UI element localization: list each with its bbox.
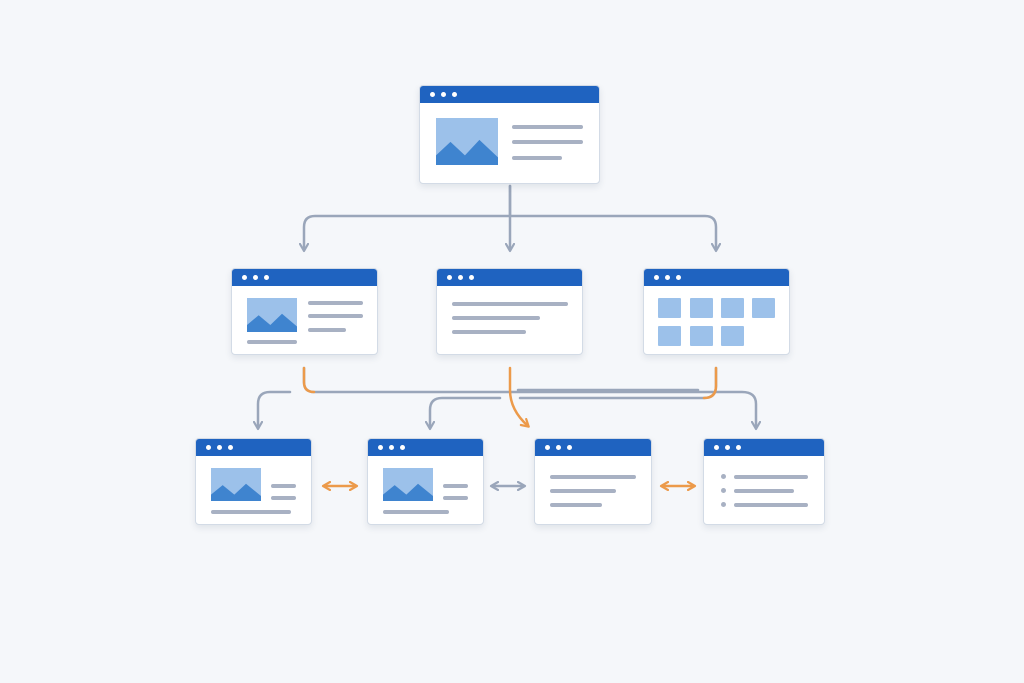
text-line	[443, 484, 468, 488]
text-line	[512, 156, 562, 160]
text-line	[271, 496, 296, 500]
text-line	[211, 510, 291, 514]
window-titlebar	[232, 269, 377, 286]
image-placeholder-icon	[436, 118, 498, 165]
text-line	[271, 484, 296, 488]
screen-detail-page-d	[703, 438, 825, 525]
window-dot	[447, 275, 452, 280]
window-dot	[400, 445, 405, 450]
connector-article-to-detail-b	[430, 396, 502, 428]
screen-detail-page-a	[195, 438, 312, 525]
bullet-point	[721, 474, 726, 479]
text-line	[550, 503, 602, 507]
window-dot	[714, 445, 719, 450]
text-line	[308, 314, 363, 318]
screen-gallery-page	[231, 268, 378, 355]
window-dot	[458, 275, 463, 280]
window-dot	[264, 275, 269, 280]
image-placeholder-icon	[211, 468, 261, 501]
grid-tile	[658, 326, 681, 346]
screen-article-page	[436, 268, 583, 355]
window-dot	[242, 275, 247, 280]
grid-tile	[721, 298, 744, 318]
grid-tile	[658, 298, 681, 318]
window-titlebar	[704, 439, 824, 456]
text-line	[452, 330, 526, 334]
bullet-point	[721, 502, 726, 507]
text-line	[247, 340, 297, 344]
window-dot	[676, 275, 681, 280]
window-titlebar	[535, 439, 651, 456]
window-dot	[430, 92, 435, 97]
grid-tile	[690, 326, 713, 346]
text-line	[734, 489, 794, 493]
window-dot	[725, 445, 730, 450]
window-titlebar	[437, 269, 582, 286]
window-titlebar	[420, 86, 599, 103]
text-line	[512, 125, 583, 129]
connector-gallery-orange-stub	[302, 366, 316, 394]
grid-tile	[752, 298, 775, 318]
grid-tile	[690, 298, 713, 318]
window-dot	[206, 445, 211, 450]
window-dot	[378, 445, 383, 450]
window-dot	[469, 275, 474, 280]
window-titlebar	[196, 439, 311, 456]
text-line	[550, 489, 616, 493]
screen-detail-page-c	[534, 438, 652, 525]
text-line	[383, 510, 449, 514]
screen-home	[419, 85, 600, 184]
window-dot	[452, 92, 457, 97]
screen-detail-page-b	[367, 438, 484, 525]
window-dot	[389, 445, 394, 450]
screen-grid-page	[643, 268, 790, 355]
text-line	[512, 140, 583, 144]
window-dot	[736, 445, 741, 450]
connector-home-to-gallery	[304, 184, 512, 250]
connector-grid-orange-stub	[702, 366, 718, 400]
connector-home-to-grid	[508, 214, 716, 250]
window-dot	[441, 92, 446, 97]
window-dot	[545, 445, 550, 450]
window-dot	[556, 445, 561, 450]
text-line	[308, 301, 363, 305]
connector-article-to-detail-c	[508, 366, 528, 426]
window-dot	[654, 275, 659, 280]
text-line	[734, 503, 808, 507]
window-dot	[228, 445, 233, 450]
text-line	[452, 316, 540, 320]
text-line	[452, 302, 568, 306]
image-placeholder-icon	[383, 468, 433, 501]
text-line	[550, 475, 636, 479]
image-placeholder-icon	[247, 298, 297, 332]
window-dot	[253, 275, 258, 280]
window-dot	[217, 445, 222, 450]
window-titlebar	[368, 439, 483, 456]
window-titlebar	[644, 269, 789, 286]
connector-grid-to-detail-b	[518, 366, 718, 400]
text-line	[308, 328, 346, 332]
text-line	[734, 475, 808, 479]
window-dot	[567, 445, 572, 450]
connector-gallery-to-detail-a	[258, 390, 292, 428]
window-dot	[665, 275, 670, 280]
text-line	[443, 496, 468, 500]
bullet-point	[721, 488, 726, 493]
grid-tile	[721, 326, 744, 346]
